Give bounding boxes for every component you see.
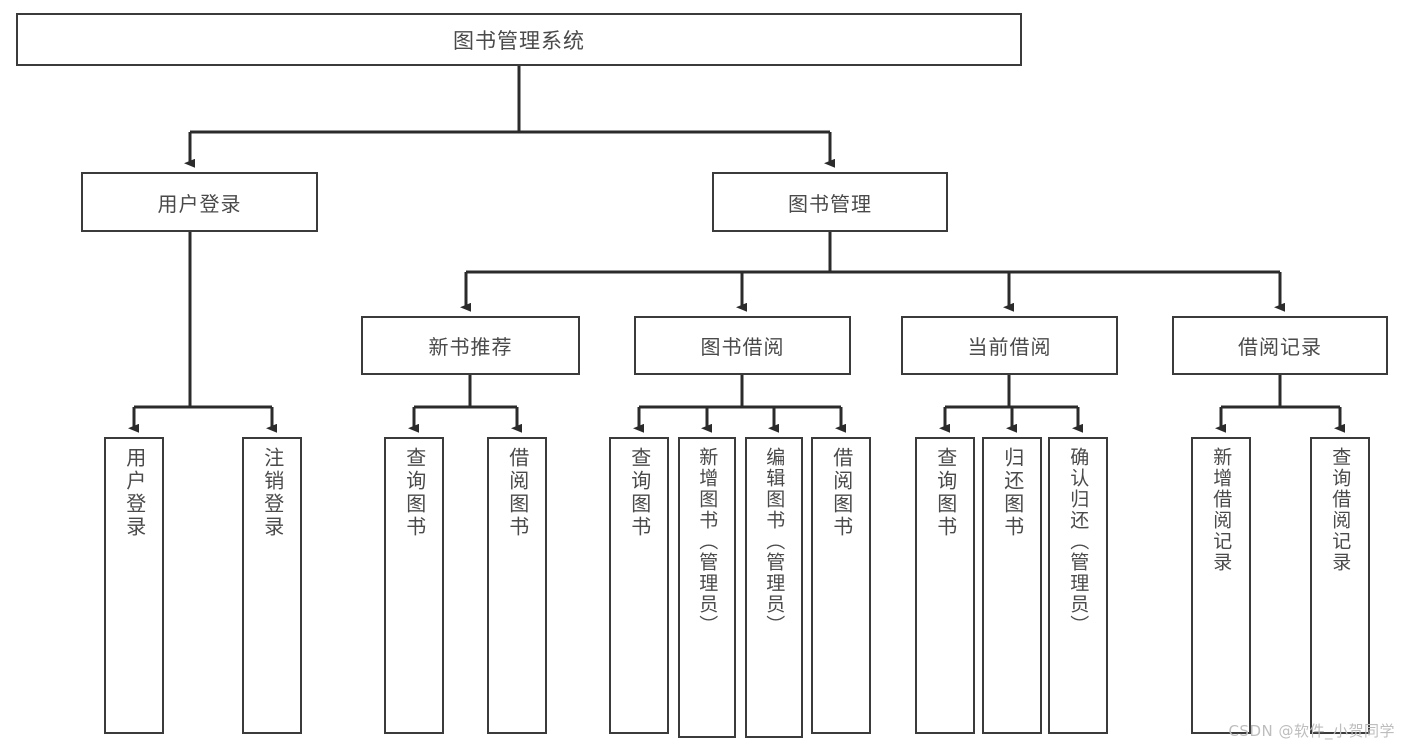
- leaf-borrow-query-book[interactable]: 查询图书: [609, 437, 669, 734]
- node-label: 查询图书: [627, 447, 652, 539]
- node-label: 查询借阅记录: [1329, 447, 1352, 573]
- leaf-borrow-borrow-book[interactable]: 借阅图书: [811, 437, 871, 734]
- node-label: 新增借阅记录: [1210, 447, 1233, 573]
- leaf-user-login-login[interactable]: 用户登录: [104, 437, 164, 734]
- leaf-record-query-record[interactable]: 查询借阅记录: [1310, 437, 1370, 734]
- leaf-user-login-logout[interactable]: 注销登录: [242, 437, 302, 734]
- node-label: 查询图书: [933, 447, 958, 539]
- leaf-record-add-record[interactable]: 新增借阅记录: [1191, 437, 1251, 734]
- node-label: 借阅图书: [505, 447, 530, 539]
- node-label: 用户登录: [157, 191, 242, 216]
- leaf-current-return-book[interactable]: 归还图书: [982, 437, 1042, 734]
- node-label: 新书推荐: [428, 335, 513, 359]
- node-label: 注销登录: [260, 447, 285, 539]
- node-label: 图书管理系统: [453, 28, 585, 53]
- node-borrow-record[interactable]: 借阅记录: [1172, 316, 1388, 375]
- leaf-borrow-add-book-admin[interactable]: 新增图书（管理员）: [678, 437, 736, 738]
- csdn-watermark: CSDN @软件_小贺同学: [1228, 722, 1395, 740]
- node-label: 编辑图书（管理员）: [763, 447, 786, 636]
- node-label: 图书管理: [788, 191, 872, 216]
- node-label: 用户登录: [122, 447, 147, 539]
- node-label: 查询图书: [402, 447, 427, 539]
- node-current-borrow[interactable]: 当前借阅: [901, 316, 1118, 375]
- leaf-current-confirm-return-admin[interactable]: 确认归还（管理员）: [1048, 437, 1108, 734]
- node-book-management[interactable]: 图书管理: [712, 172, 948, 232]
- node-label: 归还图书: [1000, 447, 1025, 539]
- node-new-book-recommend[interactable]: 新书推荐: [361, 316, 580, 375]
- node-book-borrow[interactable]: 图书借阅: [634, 316, 851, 375]
- node-label: 图书借阅: [700, 335, 785, 359]
- leaf-current-query-book[interactable]: 查询图书: [915, 437, 975, 734]
- node-root-system[interactable]: 图书管理系统: [16, 13, 1022, 66]
- leaf-borrow-edit-book-admin[interactable]: 编辑图书（管理员）: [745, 437, 803, 738]
- leaf-new-book-borrow-book[interactable]: 借阅图书: [487, 437, 547, 734]
- node-label: 当前借阅: [967, 335, 1052, 359]
- leaf-new-book-query-book[interactable]: 查询图书: [384, 437, 444, 734]
- node-label: 借阅图书: [829, 447, 854, 539]
- node-user-login[interactable]: 用户登录: [81, 172, 318, 232]
- node-label: 借阅记录: [1238, 335, 1322, 359]
- node-label: 确认归还（管理员）: [1067, 447, 1090, 636]
- node-label: 新增图书（管理员）: [696, 447, 719, 636]
